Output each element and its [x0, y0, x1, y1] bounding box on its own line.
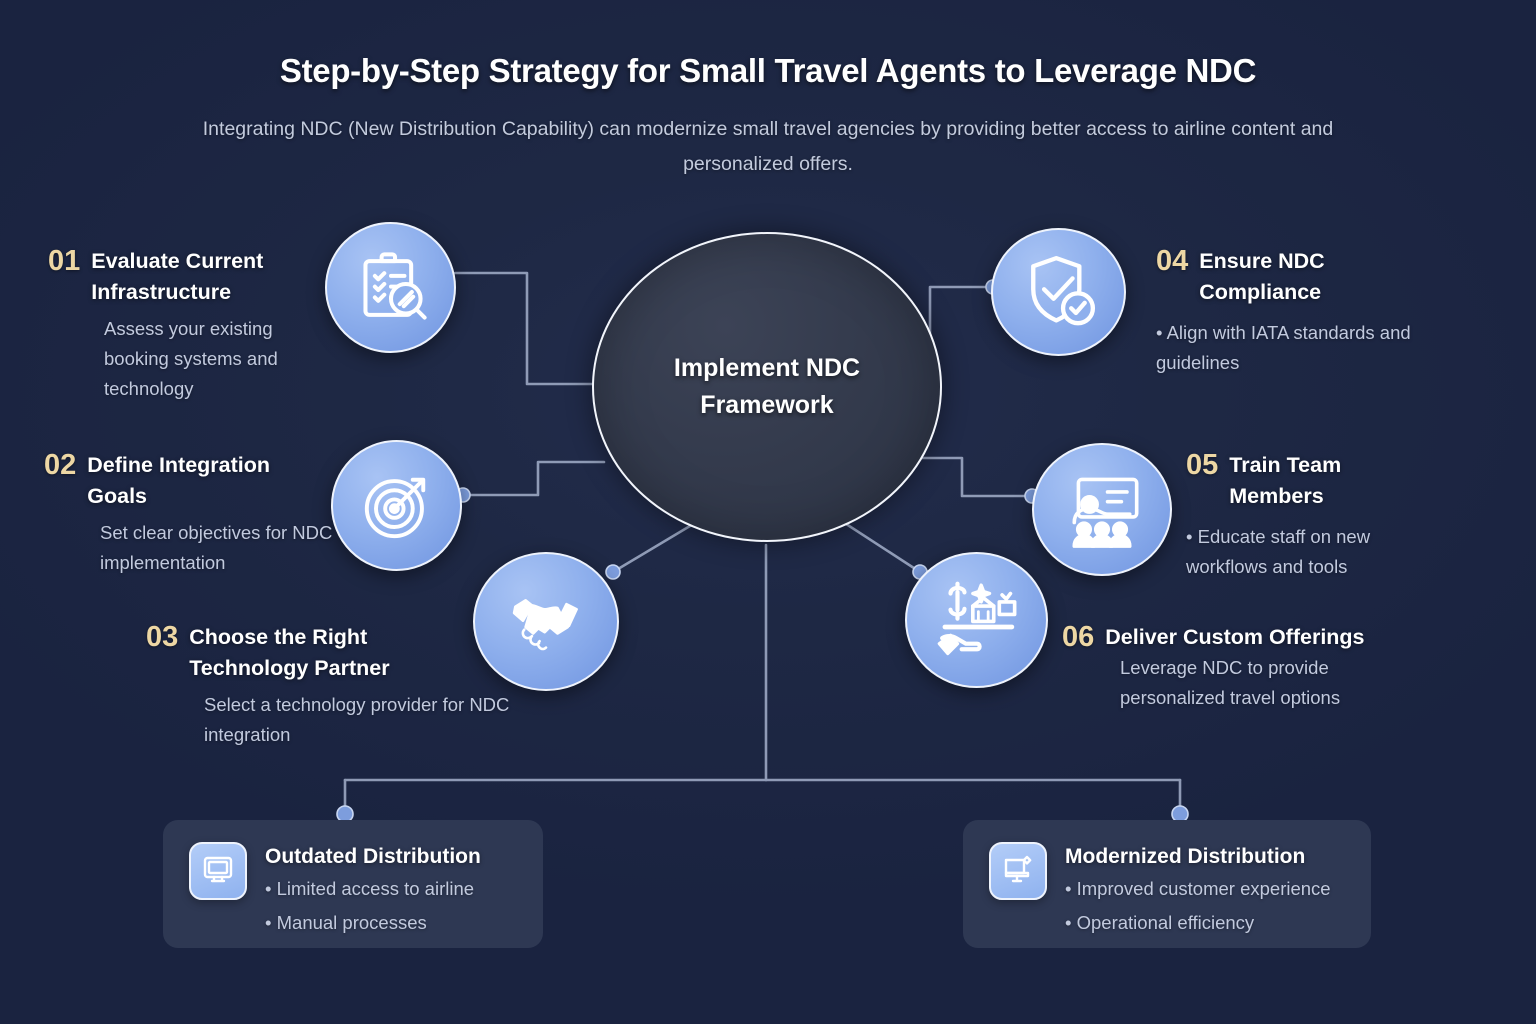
outcome-card-modernized-bullet-1: • Improved customer experience: [1065, 878, 1331, 899]
step-1-number: 01: [48, 245, 81, 277]
modern-monitor-icon: [1000, 851, 1036, 892]
step-3-description: Select a technology provider for NDC int…: [204, 694, 510, 745]
step-4: 04 Ensure NDC Compliance • Align with IA…: [1156, 246, 1496, 378]
step-5-title: Train Team Members: [1229, 453, 1342, 508]
step-5-description: • Educate staff on new workflows and too…: [1186, 526, 1371, 577]
step-5-heading: 05 Train Team Members: [1186, 450, 1516, 512]
step-5: 05 Train Team Members • Educate staff on…: [1186, 450, 1516, 582]
outcome-card-modernized-body: Modernized Distribution • Improved custo…: [1065, 842, 1331, 940]
outcome-card-outdated-bullet-1: • Limited access to airline: [265, 878, 475, 899]
step-4-description: • Align with IATA standards and guidelin…: [1156, 322, 1411, 373]
outcome-card-modernized-title: Modernized Distribution: [1065, 845, 1306, 868]
step-2-description: Set clear objectives for NDC implementat…: [100, 522, 333, 573]
step-2-heading: 02 Define Integration Goals: [44, 450, 334, 512]
step-6-description: Leverage NDC to provide personalized tra…: [1120, 657, 1341, 708]
step-6: 06 Deliver Custom Offerings Leverage NDC…: [1062, 622, 1482, 713]
target-arrow-icon: [355, 464, 439, 548]
modern-monitor-icon-wrap: [989, 842, 1047, 900]
outcome-card-outdated-body: Outdated Distribution • Limited access t…: [265, 842, 481, 940]
step-5-number: 05: [1186, 449, 1219, 481]
page-title: Step-by-Step Strategy for Small Travel A…: [279, 52, 1257, 89]
old-monitor-icon-wrap: [189, 842, 247, 900]
hub-label: Implement NDC Framework: [674, 350, 860, 424]
step-1: 01 Evaluate Current Infrastructure Asses…: [48, 246, 320, 404]
outcome-card-modernized-bullet-2: • Operational efficiency: [1065, 912, 1255, 933]
outcome-card-modernized[interactable]: Modernized Distribution • Improved custo…: [963, 820, 1371, 948]
step-4-number: 04: [1156, 245, 1189, 277]
handshake-icon: [500, 578, 592, 666]
step-6-number: 06: [1062, 621, 1095, 653]
shield-check-icon: [1015, 250, 1103, 334]
step-1-description: Assess your existing booking systems and…: [104, 318, 278, 399]
step-4-title: Ensure NDC Compliance: [1199, 249, 1325, 304]
center-hub[interactable]: Implement NDC Framework: [592, 232, 942, 542]
step-icon-bubble-1[interactable]: [325, 222, 456, 353]
outcome-card-outdated[interactable]: Outdated Distribution • Limited access t…: [163, 820, 543, 948]
step-2: 02 Define Integration Goals Set clear ob…: [44, 450, 334, 578]
step-6-title: Deliver Custom Offerings: [1105, 625, 1365, 649]
step-1-title: Evaluate Current Infrastructure: [91, 249, 264, 304]
step-6-heading: 06 Deliver Custom Offerings: [1062, 622, 1482, 653]
step-3-title: Choose the Right Technology Partner: [189, 625, 390, 680]
step-icon-bubble-3[interactable]: [473, 552, 619, 691]
step-2-number: 02: [44, 449, 77, 481]
outcome-card-outdated-bullet-2: • Manual processes: [265, 912, 427, 933]
clipboard-checklist-magnifier-icon: [348, 245, 434, 331]
step-4-heading: 04 Ensure NDC Compliance: [1156, 246, 1496, 308]
hub-label-line2: Framework: [700, 391, 834, 419]
step-icon-bubble-2[interactable]: [331, 440, 462, 571]
hub-label-line1: Implement NDC: [673, 354, 861, 382]
step-2-title: Define Integration Goals: [87, 453, 271, 508]
step-icon-bubble-5[interactable]: [1032, 443, 1172, 576]
header: Step-by-Step Strategy for Small Travel A…: [0, 52, 1536, 182]
step-icon-bubble-4[interactable]: [991, 228, 1126, 356]
training-presentation-icon: [1057, 467, 1147, 553]
step-3-heading: 03 Choose the Right Technology Partner: [146, 622, 546, 684]
hand-offering-tray-icon: [931, 576, 1023, 664]
outcome-card-outdated-title: Outdated Distribution: [265, 845, 481, 868]
step-3-number: 03: [146, 621, 179, 653]
step-3: 03 Choose the Right Technology Partner S…: [146, 622, 546, 750]
old-monitor-icon: [200, 851, 236, 892]
connector-dot: [605, 564, 621, 580]
step-1-heading: 01 Evaluate Current Infrastructure: [48, 246, 320, 308]
page-subtitle: Integrating NDC (New Distribution Capabi…: [202, 118, 1334, 175]
step-icon-bubble-6[interactable]: [905, 552, 1048, 688]
